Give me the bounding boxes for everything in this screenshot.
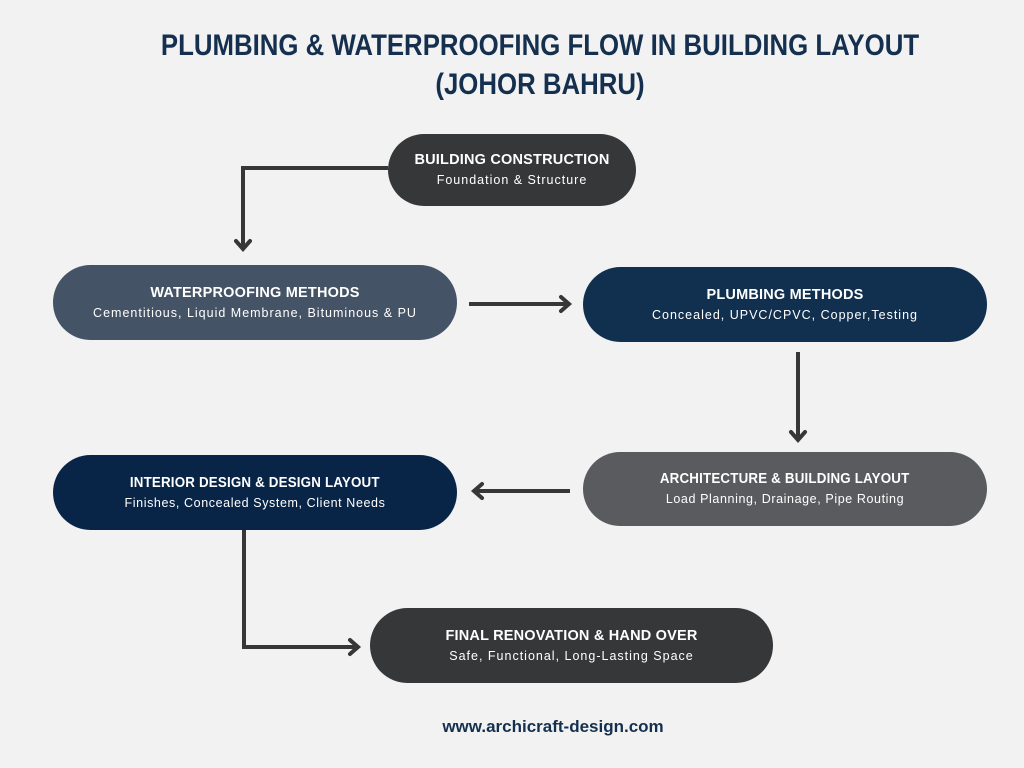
arrowhead-down-icon [234, 239, 252, 253]
node-subtitle: Foundation & Structure [436, 173, 588, 187]
page-title: PLUMBING & WATERPROOFING FLOW IN BUILDIN… [76, 26, 1005, 104]
node-title: ARCHITECTURE & BUILDING LAYOUT [660, 471, 910, 487]
node-interior-design-layout: INTERIOR DESIGN & DESIGN LAYOUT Finishes… [53, 455, 457, 530]
connector-interior-to-final [242, 530, 357, 649]
node-waterproofing-methods: WATERPROOFING METHODS Cementitious, Liqu… [53, 265, 457, 340]
node-subtitle: Cementitious, Liquid Membrane, Bituminou… [93, 305, 417, 320]
node-title: BUILDING CONSTRUCTION [414, 152, 610, 168]
arrowhead-down-icon [789, 430, 807, 444]
arrowhead-right-icon [559, 295, 573, 313]
title-line-1: PLUMBING & WATERPROOFING FLOW IN BUILDIN… [160, 29, 920, 62]
connector-construction-to-waterproofing [241, 166, 388, 248]
node-title: FINAL RENOVATION & HAND OVER [445, 627, 698, 644]
title-line-2: (JOHOR BAHRU) [435, 68, 645, 101]
node-subtitle: Concealed, UPVC/CPVC, Copper,Testing [652, 307, 918, 322]
node-subtitle: Safe, Functional, Long-Lasting Space [449, 648, 694, 663]
arrowhead-left-icon [470, 482, 484, 500]
node-title: WATERPROOFING METHODS [150, 284, 360, 301]
node-title: INTERIOR DESIGN & DESIGN LAYOUT [130, 474, 380, 491]
arrowhead-right-icon [348, 638, 362, 656]
node-plumbing-methods: PLUMBING METHODS Concealed, UPVC/CPVC, C… [583, 267, 987, 342]
node-building-construction: BUILDING CONSTRUCTION Foundation & Struc… [388, 134, 636, 206]
node-title: PLUMBING METHODS [706, 286, 864, 303]
node-final-renovation-handover: FINAL RENOVATION & HAND OVER Safe, Funct… [370, 608, 773, 683]
website-link[interactable]: www.archicraft-design.com [442, 717, 664, 736]
node-subtitle: Finishes, Concealed System, Client Needs [124, 495, 386, 510]
node-architecture-building-layout: ARCHITECTURE & BUILDING LAYOUT Load Plan… [583, 452, 987, 526]
node-subtitle: Load Planning, Drainage, Pipe Routing [665, 492, 905, 506]
